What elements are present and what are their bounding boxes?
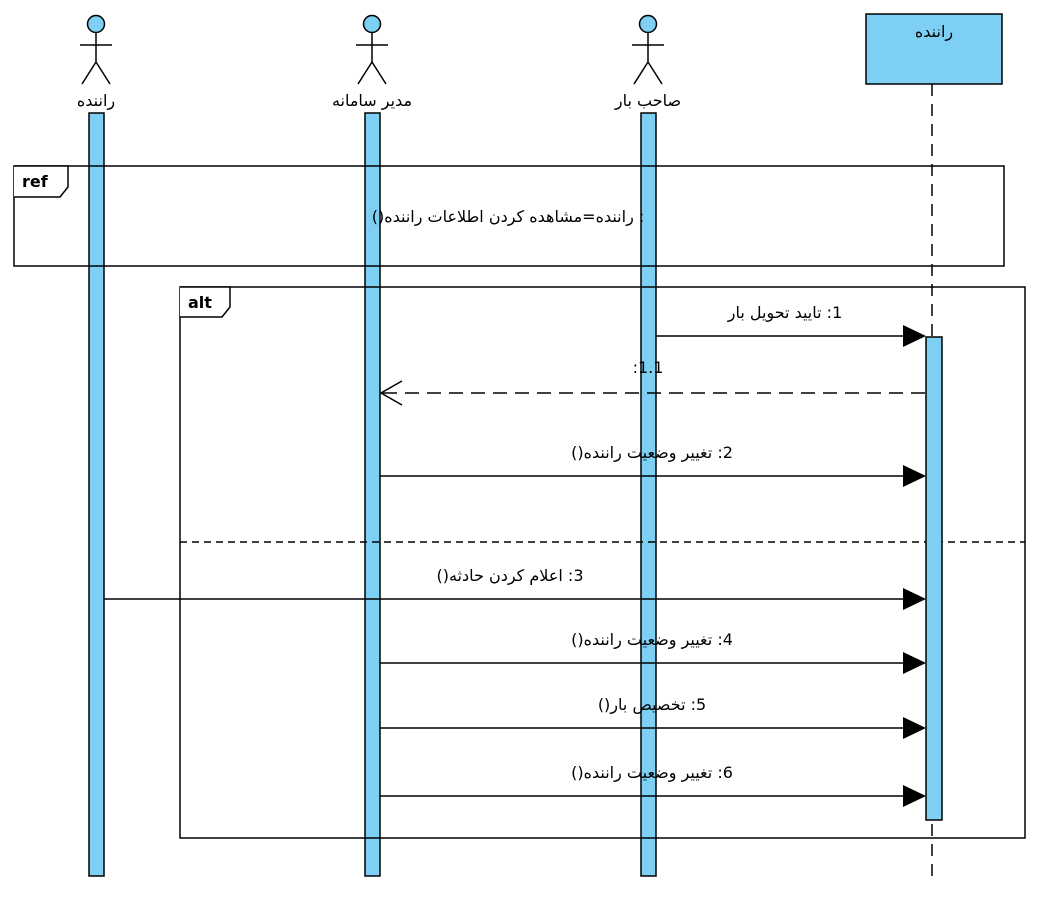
message-label: 3: اعلام کردن حادثه() — [436, 566, 583, 586]
message-3: 3: اعلام کردن حادثه() — [104, 566, 926, 610]
actor-icon — [632, 14, 664, 85]
fragment-tag-box — [180, 286, 231, 318]
actor-label: مدیر سامانه — [332, 91, 412, 111]
message-5: 5: تخصیص بار() — [380, 695, 926, 739]
arrowhead — [903, 325, 926, 347]
message-label: 6: تغییر وضعیت راننده() — [571, 763, 733, 783]
activation-bar — [364, 112, 381, 877]
arrowhead — [903, 717, 926, 739]
message-label: 2: تغییر وضعیت راننده() — [571, 443, 733, 463]
message-label: 1.1: — [633, 358, 664, 377]
fragment-tag: alt — [188, 293, 212, 312]
message-label: 4: تغییر وضعیت راننده() — [571, 630, 733, 650]
fragment-frame — [179, 286, 1026, 839]
activation-bar — [88, 112, 105, 877]
message-return: 1.1: — [379, 358, 925, 406]
ref-text: : راننده=مشاهده کردن اطلاعات راننده() — [372, 207, 645, 227]
alt-fragment: alt — [179, 286, 1026, 839]
message-label: 5: تخصیص بار() — [598, 695, 706, 715]
object-label: راننده — [915, 22, 953, 42]
fragment-tag: ref — [22, 172, 49, 191]
activation-bar — [925, 336, 943, 821]
message-6: 6: تغییر وضعیت راننده() — [380, 763, 926, 807]
fragment-tag-box — [14, 165, 69, 198]
ref-fragment: ref : راننده=مشاهده کردن اطلاعات راننده(… — [13, 165, 1005, 267]
object-box — [865, 13, 1003, 85]
message-2: 2: تغییر وضعیت راننده() — [380, 443, 926, 487]
actor-icon — [356, 14, 388, 85]
arrowhead — [903, 465, 926, 487]
open-arrowhead — [379, 380, 403, 406]
actor-label: صاحب بار — [614, 91, 681, 111]
message-4: 4: تغییر وضعیت راننده() — [380, 630, 926, 674]
message-label: 1: تایید تحویل بار — [727, 303, 843, 323]
message-1: 1: تایید تحویل بار — [656, 303, 926, 347]
activation-bar — [640, 112, 657, 877]
actor-cargo-owner: صاحب بار — [614, 14, 681, 877]
arrowhead — [903, 652, 926, 674]
actor-icon — [80, 14, 112, 85]
fragment-frame — [13, 165, 1005, 267]
arrowhead — [903, 785, 926, 807]
actor-driver: راننده — [77, 14, 115, 877]
actor-label: راننده — [77, 91, 115, 111]
actor-system-admin: مدیر سامانه — [332, 14, 412, 877]
arrowhead — [903, 588, 926, 610]
